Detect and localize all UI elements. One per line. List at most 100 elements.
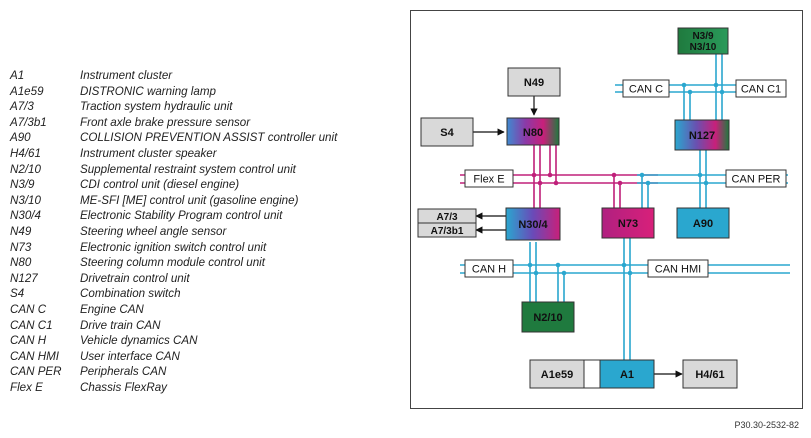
bus-label-flex-e: Flex E (464, 169, 514, 188)
bus-label-can-hmi-text: CAN HMI (655, 264, 701, 276)
bus-label-can-c-text: CAN C (629, 84, 663, 96)
bus-label-can-h-text: CAN H (472, 264, 506, 276)
unit-a7-3-label: A7/3 (436, 212, 458, 223)
legend-code: A1 (10, 69, 25, 82)
bus-label-can-h: CAN H (464, 259, 514, 278)
unit-a90: A90 (676, 207, 730, 239)
unit-a90-label: A90 (693, 218, 713, 230)
legend-code: CAN C (10, 302, 47, 316)
legend-description: Traction system hydraulic unit (80, 100, 233, 114)
unit-n3-9-n3-10: N3/9 N3/10 (677, 27, 729, 55)
legend-code: CAN C1 (10, 318, 53, 332)
unit-h4-61: H4/61 (682, 359, 738, 389)
unit-n49-label: N49 (524, 77, 544, 89)
legend-row: N3/9 CDI control unit (diesel engine) (10, 177, 405, 193)
legend-row: H4/61 Instrument cluster speaker (10, 146, 405, 162)
legend-code: N3/9 (10, 178, 35, 192)
figure-reference: P30.30-2532-82 (734, 420, 799, 430)
junction-dots (527, 82, 725, 276)
legend-row: CAN C Engine CAN (10, 302, 405, 318)
legend-description: Vehicle dynamics CAN (80, 334, 198, 348)
legend-code: N73 (10, 240, 32, 254)
legend-description: Peripherals CAN (80, 365, 167, 379)
legend-code: CAN PER (10, 365, 62, 379)
legend-description: Instrument cluster speaker (80, 146, 217, 160)
legend-description: Combination switch (80, 287, 181, 301)
unit-a7-3b1-label: A7/3b1 (431, 226, 464, 237)
legend-description: Instrument cluster (80, 69, 173, 82)
unit-n30-4-label: N30/4 (518, 219, 548, 231)
legend-code: A90 (10, 131, 31, 145)
legend-row: CAN PER Peripherals CAN (10, 364, 405, 380)
legend-code: CAN HMI (10, 349, 59, 363)
legend-code: H4/61 (10, 146, 41, 160)
legend-row: A1e59 DISTRONIC warning lamp (10, 84, 405, 100)
unit-n127-label: N127 (689, 130, 715, 142)
legend-code: CAN H (10, 334, 47, 348)
bus-label-can-hmi: CAN HMI (647, 259, 709, 278)
legend-code: S4 (10, 287, 25, 301)
legend-code: N49 (10, 224, 32, 238)
legend-description: Electronic Stability Program control uni… (80, 209, 283, 223)
legend-description: Engine CAN (80, 302, 144, 316)
bus-label-can-per-text: CAN PER (732, 174, 781, 186)
unit-n3-10-label: N3/10 (690, 42, 717, 53)
unit-n80: N80 (506, 117, 560, 146)
legend-code: N3/10 (10, 193, 41, 207)
bus-label-can-c: CAN C (622, 79, 670, 98)
legend-description: User interface CAN (80, 349, 180, 363)
unit-n80-label: N80 (523, 127, 543, 139)
legend-description: CDI control unit (diesel engine) (80, 178, 240, 192)
bus-label-can-per: CAN PER (725, 169, 787, 188)
unit-a1e59: A1e59 (529, 359, 585, 389)
legend-code: Flex E (10, 380, 43, 394)
legend-code: N30/4 (10, 209, 41, 223)
unit-n2-10-label: N2/10 (533, 312, 562, 324)
unit-n127: N127 (674, 119, 730, 151)
unit-n73: N73 (601, 207, 655, 239)
unit-n73-label: N73 (618, 218, 638, 230)
legend-description: Steering column module control unit (80, 256, 265, 270)
legend-row: A7/3b1 Front axle brake pressure sensor (10, 115, 405, 131)
legend-row: N127 Drivetrain control unit (10, 271, 405, 287)
legend-row: N80 Steering column module control unit (10, 255, 405, 271)
unit-n3-9-label: N3/9 (692, 31, 714, 42)
legend-code: N80 (10, 256, 32, 270)
legend-code: A7/3b1 (10, 115, 47, 129)
bus-label-can-c1-text: CAN C1 (741, 84, 781, 96)
legend-description: Front axle brake pressure sensor (80, 115, 251, 129)
unit-a1e59-label: A1e59 (541, 369, 573, 381)
legend-code: N127 (10, 271, 38, 285)
legend-row: CAN C1 Drive train CAN (10, 318, 405, 334)
legend-row: S4 Combination switch (10, 286, 405, 302)
unit-n2-10: N2/10 (521, 301, 575, 333)
legend-row: A7/3 Traction system hydraulic unit (10, 99, 405, 115)
legend-code: N2/10 (10, 162, 41, 176)
unit-s4-label: S4 (440, 127, 454, 139)
legend-code: A7/3 (10, 100, 34, 114)
legend-description: DISTRONIC warning lamp (80, 84, 216, 98)
legend-row: CAN HMI User interface CAN (10, 349, 405, 365)
unit-n30-4: N30/4 (505, 207, 561, 241)
unit-a7-3b1: A7/3b1 (417, 222, 477, 238)
legend-row: N2/10 Supplemental restraint system contr… (10, 162, 405, 178)
network-topology-diagram: CAN C CAN C1 Flex E CAN PER CAN H CAN HM… (410, 10, 803, 409)
unit-n49: N49 (507, 67, 561, 97)
legend-description: Steering wheel angle sensor (80, 224, 227, 238)
legend-description: ME-SFI [ME] control unit (gasoline engin… (80, 193, 299, 207)
legend-row: N30/4 Electronic Stability Program contro… (10, 208, 405, 224)
bus-label-can-c1: CAN C1 (735, 79, 787, 98)
legend-row: A1 Instrument cluster (10, 68, 405, 84)
bus-label-flex-e-text: Flex E (473, 174, 504, 186)
unit-a7-3: A7/3 (417, 208, 477, 224)
legend-description: Drivetrain control unit (80, 271, 190, 285)
legend-row: CAN H Vehicle dynamics CAN (10, 333, 405, 349)
legend-description: Drive train CAN (80, 318, 161, 332)
legend-description: Supplemental restraint system control un… (80, 162, 296, 176)
legend-code: A1e59 (10, 84, 44, 98)
unit-a1-label: A1 (620, 369, 634, 381)
unit-a1: A1 (583, 359, 655, 389)
